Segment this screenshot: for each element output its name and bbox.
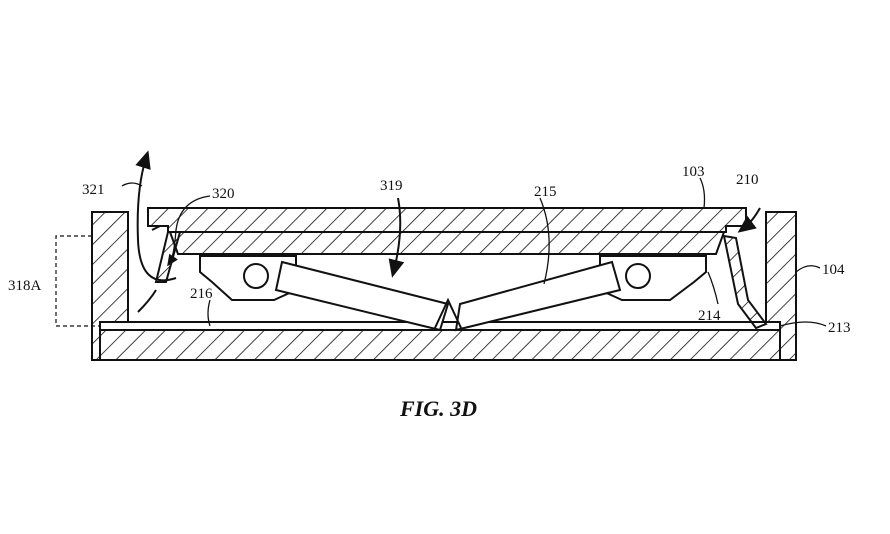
label-210: 210: [736, 172, 759, 188]
keycap-underlayer: [168, 231, 726, 255]
label-320: 320: [212, 186, 235, 202]
leader-213: [779, 321, 827, 327]
right-housing-wall: [765, 211, 797, 361]
right-pivot: [625, 263, 651, 289]
gap-arrow-210: [737, 207, 761, 233]
label-213: 213: [828, 320, 851, 336]
right-wing: [454, 260, 622, 332]
left-wing: [274, 260, 450, 332]
label-321: 321: [82, 182, 105, 198]
figure-caption: FIG. 3D: [399, 396, 477, 421]
leader-320: [167, 195, 211, 267]
left-housing-wall: [91, 211, 129, 361]
leader-215: [539, 197, 550, 285]
leader-216: [207, 299, 211, 327]
label-103: 103: [682, 164, 705, 180]
left-skirt: [154, 231, 182, 283]
base-plate: [99, 329, 781, 361]
leader-103: [699, 177, 706, 209]
left-flex-member: [137, 225, 161, 313]
right-membrane: [722, 234, 768, 330]
leader-321: [121, 182, 143, 187]
leader-104: [795, 265, 821, 273]
dimension-318a-bracket: [55, 235, 100, 327]
keycap: [147, 207, 747, 233]
leader-214: [707, 271, 719, 305]
label-214: 214: [698, 308, 721, 324]
label-104: 104: [822, 262, 845, 278]
left-pivot: [243, 263, 269, 289]
label-215: 215: [534, 184, 557, 200]
force-arrow-319: [388, 197, 405, 278]
airflow-arrow-321: [135, 150, 177, 282]
label-216: 216: [190, 286, 213, 302]
wing-hinge: [433, 297, 463, 331]
label-318a: 318A: [8, 278, 42, 294]
label-319: 319: [380, 178, 403, 194]
